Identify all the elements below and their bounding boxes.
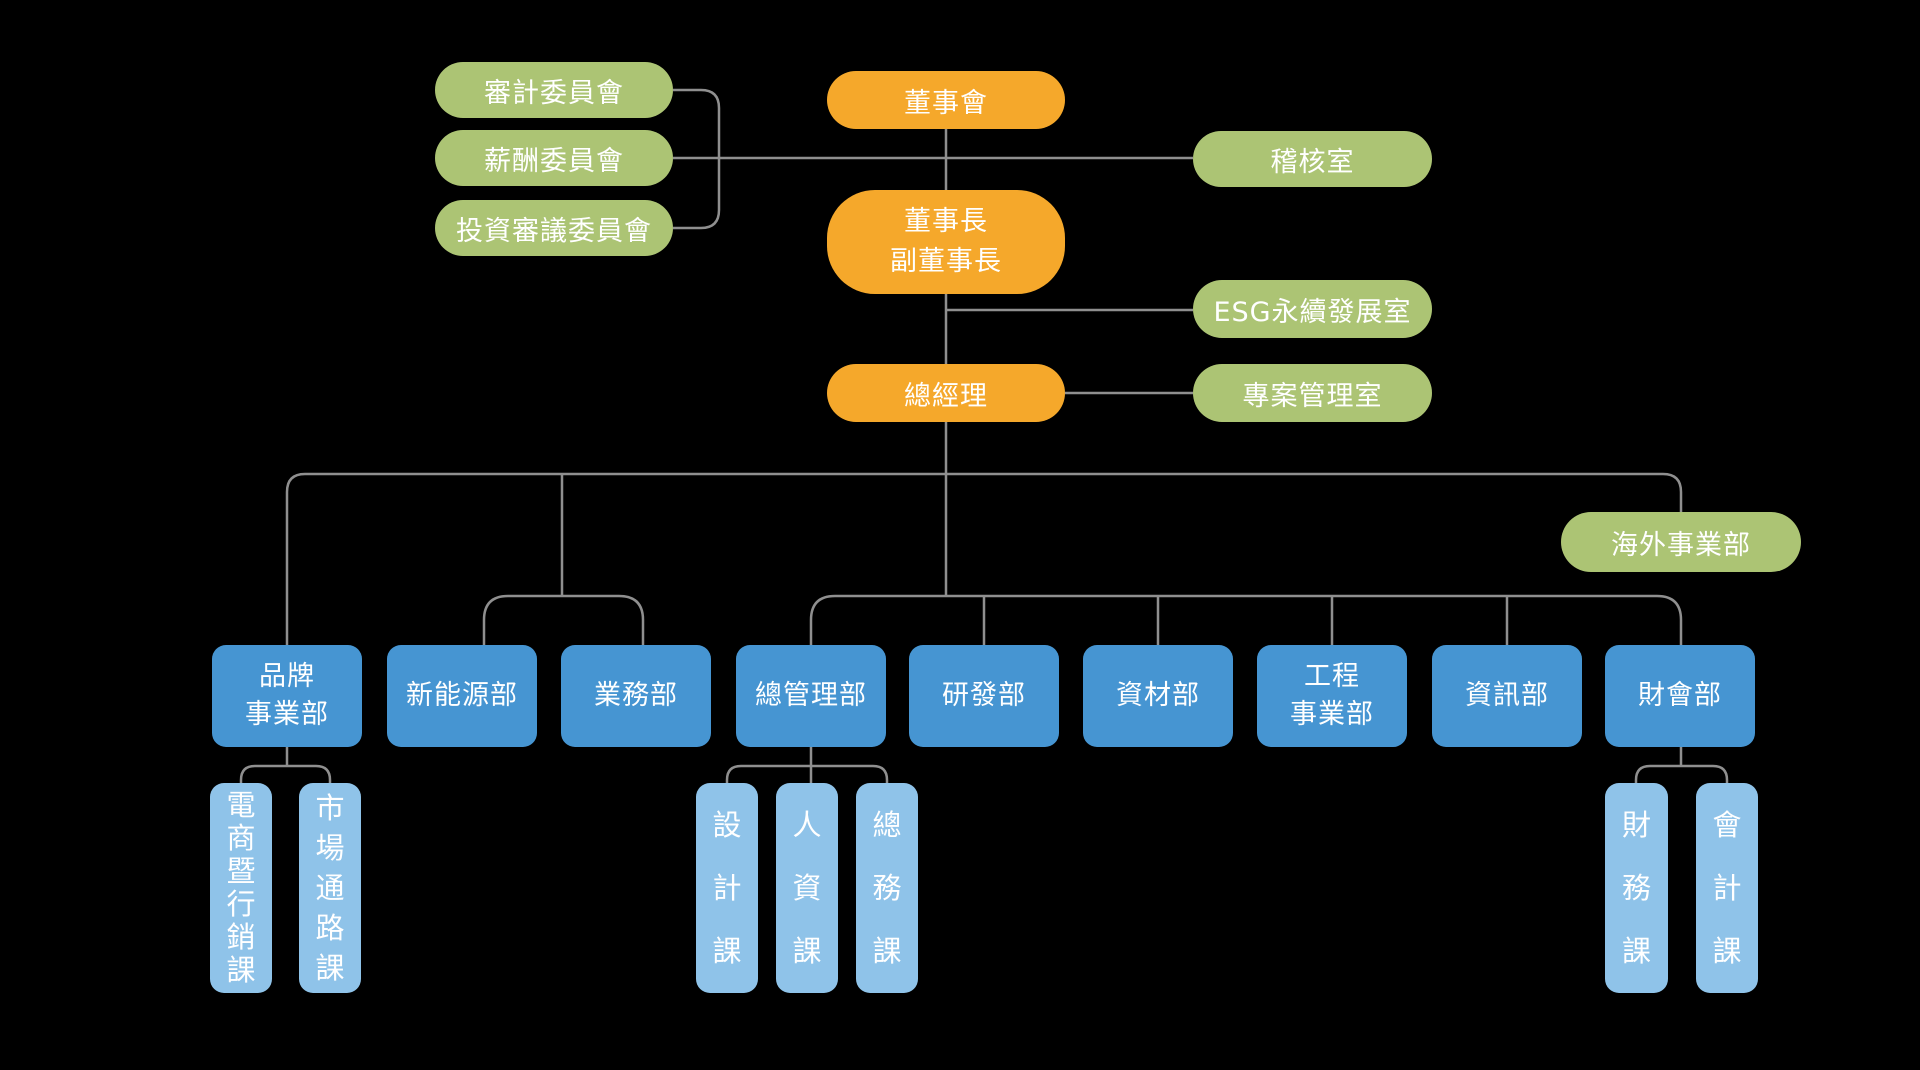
dept-it-label: 資訊部 xyxy=(1465,680,1549,711)
investment-review-committee-label: 投資審議委員會 xyxy=(456,215,652,247)
section-accounting-label: 會計課 xyxy=(1712,807,1742,968)
brand-sub-bracket-line xyxy=(239,764,332,783)
section-ecommerce-marketing-label: 電商暨行銷課 xyxy=(226,788,256,987)
node-section-ecommerce-marketing: 電商暨行銷課 xyxy=(210,783,272,993)
node-dept-engineering-business: 工程 事業部 xyxy=(1257,645,1407,747)
chairman-label: 董事長 副董事長 xyxy=(890,206,1002,277)
node-section-design: 設計課 xyxy=(696,783,758,993)
dept-finance-accounting-label: 財會部 xyxy=(1638,680,1722,711)
node-project-management-office: 專案管理室 xyxy=(1193,364,1432,422)
node-chairman: 董事長 副董事長 xyxy=(827,190,1065,294)
node-dept-new-energy: 新能源部 xyxy=(387,645,537,747)
node-dept-brand-business: 品牌 事業部 xyxy=(212,645,362,747)
node-audit-committee: 審計委員會 xyxy=(435,62,673,118)
president-label: 總經理 xyxy=(904,380,988,412)
node-section-market-channel: 市場通路課 xyxy=(299,783,361,993)
node-board: 董事會 xyxy=(827,71,1065,129)
audit-committee-label: 審計委員會 xyxy=(484,77,624,109)
node-dept-sales: 業務部 xyxy=(561,645,711,747)
node-president: 總經理 xyxy=(827,364,1065,422)
energy-sales-bracket-line xyxy=(482,594,645,647)
node-overseas-division: 海外事業部 xyxy=(1561,512,1801,572)
section-hr-label: 人資課 xyxy=(792,807,822,968)
node-section-general-affairs: 總務課 xyxy=(856,783,918,993)
node-section-hr: 人資課 xyxy=(776,783,838,993)
section-general-affairs-label: 總務課 xyxy=(872,807,902,968)
dept-materials-label: 資材部 xyxy=(1116,680,1200,711)
audit-office-label: 稽核室 xyxy=(1270,146,1355,178)
level2-bracket-line xyxy=(809,594,1683,645)
dept-rd-label: 研發部 xyxy=(942,680,1026,711)
level1-horizontal-line xyxy=(285,472,1683,645)
node-investment-review-committee: 投資審議委員會 xyxy=(435,200,673,256)
node-section-accounting: 會計課 xyxy=(1696,783,1758,993)
board-label: 董事會 xyxy=(904,87,988,119)
overseas-division-label: 海外事業部 xyxy=(1611,529,1751,561)
node-audit-office: 稽核室 xyxy=(1193,131,1432,187)
dept-engineering-business-label: 工程 事業部 xyxy=(1290,661,1374,730)
admin-sub-bracket-line xyxy=(725,764,889,783)
node-compensation-committee: 薪酬委員會 xyxy=(435,130,673,186)
dept-brand-business-label: 品牌 事業部 xyxy=(245,661,329,730)
node-dept-finance-accounting: 財會部 xyxy=(1605,645,1755,747)
dept-sales-label: 業務部 xyxy=(594,680,678,711)
node-dept-general-admin: 總管理部 xyxy=(736,645,886,747)
finance-sub-bracket-line xyxy=(1634,764,1729,783)
section-design-label: 設計課 xyxy=(712,807,742,968)
section-treasury-label: 財務課 xyxy=(1621,807,1651,968)
esg-office-label: ESG永續發展室 xyxy=(1213,296,1412,328)
node-esg-office: ESG永續發展室 xyxy=(1193,280,1432,338)
node-section-treasury: 財務課 xyxy=(1605,783,1668,993)
node-dept-rd: 研發部 xyxy=(909,645,1059,747)
dept-new-energy-label: 新能源部 xyxy=(406,680,518,711)
node-dept-materials: 資材部 xyxy=(1083,645,1233,747)
node-dept-it: 資訊部 xyxy=(1432,645,1582,747)
section-market-channel-label: 市場通路課 xyxy=(315,791,345,985)
dept-general-admin-label: 總管理部 xyxy=(755,680,867,711)
project-management-office-label: 專案管理室 xyxy=(1242,380,1383,412)
compensation-committee-label: 薪酬委員會 xyxy=(484,145,624,177)
connector-paths xyxy=(239,88,1729,783)
